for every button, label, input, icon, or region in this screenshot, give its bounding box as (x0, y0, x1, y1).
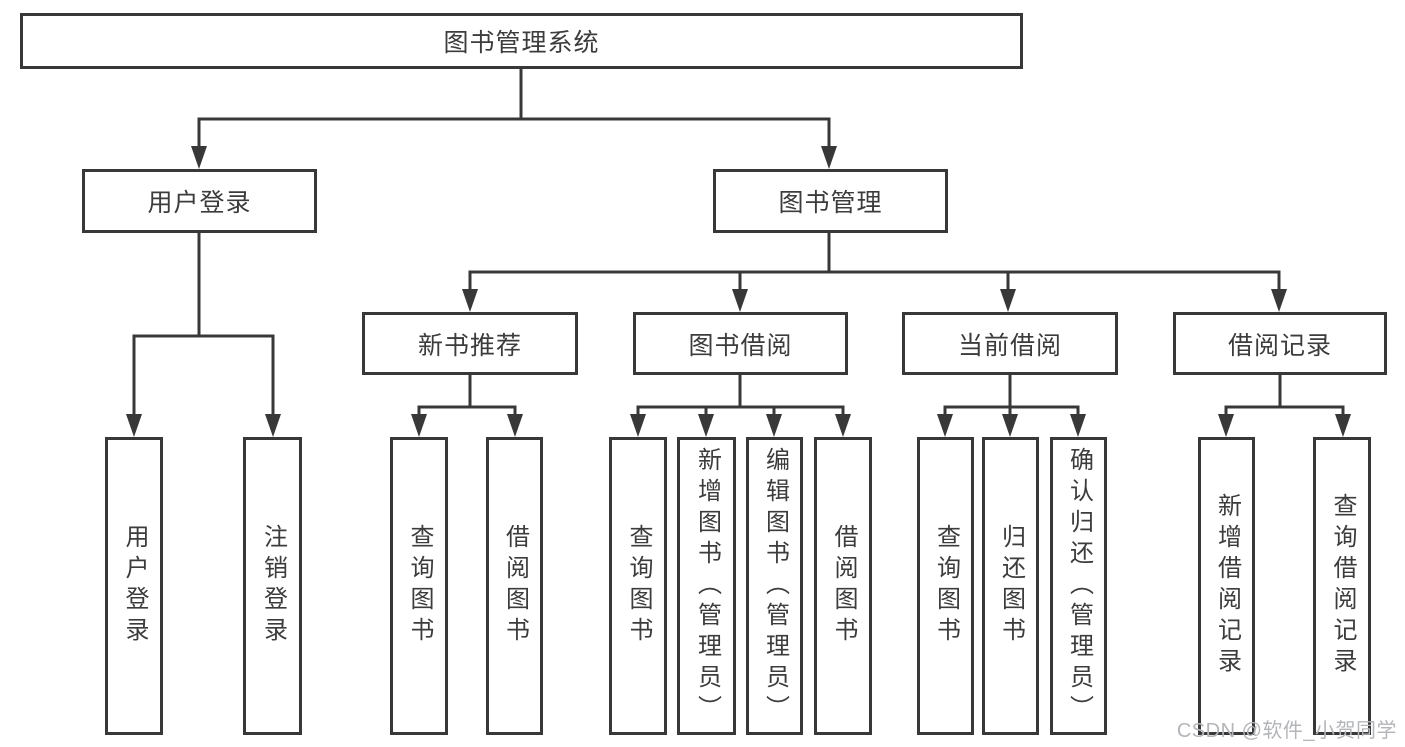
leaf-add-book-admin-label: 新增图书（管理员） (693, 446, 721, 726)
leaf-query-borrow-record-label: 查询借阅记录 (1329, 493, 1356, 679)
node-borrow-record-label: 借阅记录 (1227, 331, 1332, 360)
leaf-logout-label: 注销登录 (259, 524, 287, 648)
node-user-login-label: 用户登录 (147, 189, 252, 217)
connector-root-to-level2 (197, 69, 831, 148)
leaf-edit-book-admin: 编辑图书（管理员） (746, 437, 803, 735)
node-current-borrow-label: 当前借阅 (957, 331, 1062, 360)
leaf-current-query-books: 查询图书 (917, 437, 974, 735)
leaf-borrow-query-books-label: 查询图书 (625, 524, 652, 648)
leaf-return-book-label: 归还图书 (997, 524, 1025, 648)
leaf-add-borrow-record-label: 新增借阅记录 (1213, 493, 1241, 679)
arrowhead (766, 414, 782, 437)
leaf-add-book-admin: 新增图书（管理员） (677, 437, 736, 735)
leaf-add-borrow-record: 新增借阅记录 (1198, 437, 1255, 735)
leaf-recommend-borrow-books-label: 借阅图书 (501, 524, 529, 648)
leaf-user-login: 用户登录 (105, 437, 163, 735)
arrowhead (462, 289, 478, 312)
leaf-recommend-query-books: 查询图书 (390, 437, 448, 735)
leaf-logout: 注销登录 (243, 437, 302, 735)
connector-new-book-recommend-to-children (417, 375, 517, 416)
arrowhead (507, 414, 523, 437)
arrowhead (411, 414, 427, 437)
leaf-user-login-label: 用户登录 (121, 524, 148, 648)
leaf-current-query-books-label: 查询图书 (932, 524, 960, 648)
node-book-borrow: 图书借阅 (633, 312, 848, 375)
arrowhead (1271, 289, 1287, 312)
node-current-borrow: 当前借阅 (902, 312, 1118, 375)
connector-book-management-to-level3 (468, 233, 1281, 291)
arrowhead (821, 146, 837, 169)
connector-user-login-to-children (132, 233, 275, 416)
connector-borrow-record-to-children (1224, 375, 1345, 416)
arrowhead (630, 414, 646, 437)
node-borrow-record: 借阅记录 (1173, 312, 1387, 375)
arrowhead (835, 414, 851, 437)
arrowhead (265, 414, 281, 437)
connector-book-borrow-to-children (636, 375, 845, 416)
node-root-label: 图书管理系统 (443, 29, 600, 57)
node-new-book-recommend: 新书推荐 (362, 312, 578, 375)
leaf-edit-book-admin-label: 编辑图书（管理员） (761, 446, 789, 726)
leaf-borrow-books-label: 借阅图书 (830, 524, 857, 648)
arrowhead (191, 146, 207, 169)
leaf-confirm-return-admin: 确认归还（管理员） (1050, 437, 1107, 735)
leaf-return-book: 归还图书 (982, 437, 1039, 735)
arrowhead (1000, 289, 1016, 312)
arrowhead (1218, 414, 1234, 437)
arrowheads (126, 146, 1351, 437)
leaf-recommend-borrow-books: 借阅图书 (486, 437, 543, 735)
arrowhead (126, 414, 142, 437)
leaf-borrow-books: 借阅图书 (814, 437, 872, 735)
node-user-login: 用户登录 (82, 169, 317, 233)
arrowhead (1070, 414, 1086, 437)
arrowhead (937, 414, 953, 437)
node-book-management-label: 图书管理 (778, 189, 883, 217)
node-book-management: 图书管理 (713, 169, 948, 233)
arrowhead (732, 289, 748, 312)
node-root: 图书管理系统 (20, 13, 1023, 69)
arrowhead (698, 414, 714, 437)
node-book-borrow-label: 图书借阅 (688, 331, 793, 360)
arrowhead (1335, 414, 1351, 437)
leaf-borrow-query-books: 查询图书 (609, 437, 667, 735)
node-new-book-recommend-label: 新书推荐 (417, 331, 522, 360)
leaf-query-borrow-record: 查询借阅记录 (1313, 437, 1371, 735)
connector-current-borrow-to-children (943, 375, 1080, 416)
csdn-watermark: CSDN @软件_小贺同学 (1176, 720, 1397, 742)
arrowhead (1002, 414, 1018, 437)
leaf-confirm-return-admin-label: 确认归还（管理员） (1065, 446, 1093, 726)
leaf-recommend-query-books-label: 查询图书 (406, 524, 433, 648)
